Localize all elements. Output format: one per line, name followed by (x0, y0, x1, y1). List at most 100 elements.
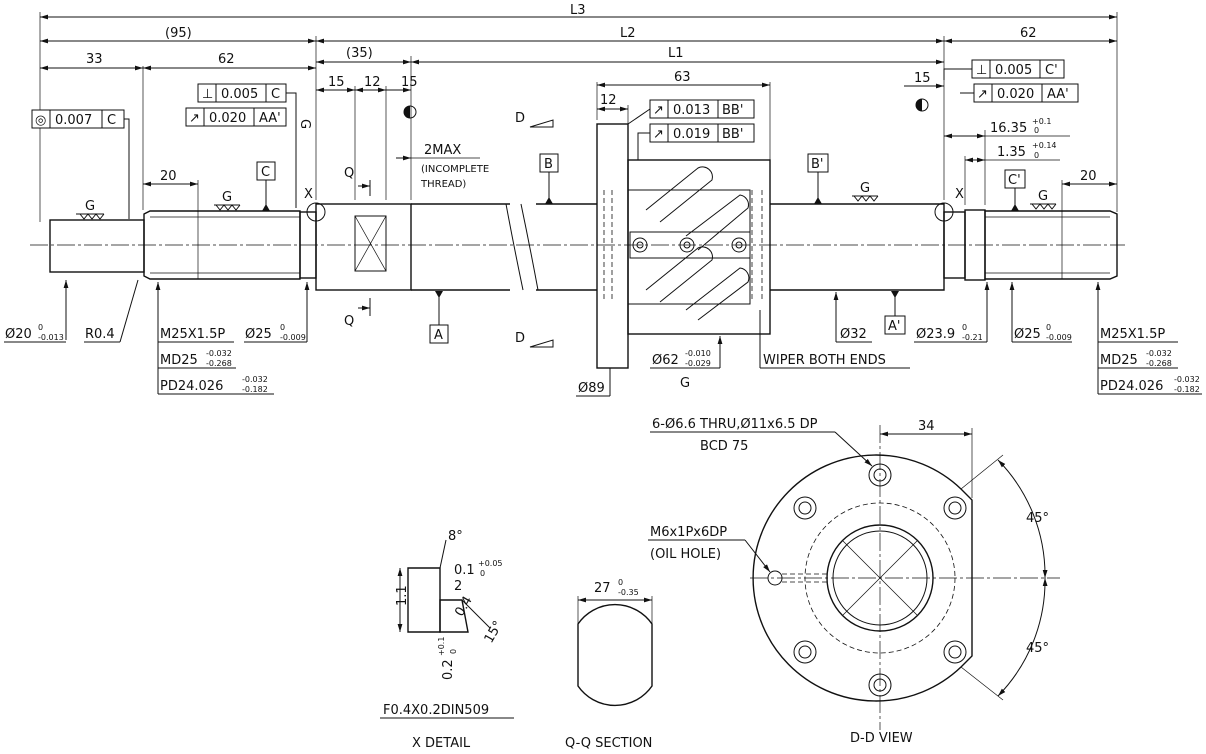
svg-text:↗: ↗ (977, 87, 988, 102)
xd-1-1: 1.1 (395, 585, 410, 606)
svg-text:0: 0 (38, 323, 43, 332)
callout-d62: Ø62 (652, 353, 679, 368)
datum-a-prime: A' (888, 319, 900, 334)
datum-c-prime: C' (1008, 173, 1021, 188)
q-q-section: 27 0 -0.35 (577, 578, 653, 707)
svg-text:BB': BB' (722, 127, 743, 142)
flange-bcd-label: BCD 75 (700, 439, 748, 454)
svg-text:Q: Q (344, 314, 354, 329)
datum-b: B (544, 157, 553, 172)
callout-d25-left: Ø25 (245, 327, 272, 342)
svg-text:-0.182: -0.182 (1174, 385, 1200, 394)
callout-d25-right: Ø25 (1014, 327, 1041, 342)
dim-62-right: 62 (1020, 26, 1037, 41)
svg-text:+0.1: +0.1 (1032, 117, 1051, 126)
oil-hole-label: M6x1Px6DP (650, 525, 727, 540)
svg-text:-0.013: -0.013 (38, 333, 64, 342)
svg-text:PD24.026: PD24.026 (1100, 379, 1163, 394)
svg-text:0: 0 (1046, 323, 1051, 332)
dim-12-a: 12 (364, 75, 381, 90)
callout-d23-9: Ø23.9 (916, 327, 955, 342)
angle-45-bottom: 45° (1026, 641, 1049, 656)
dim-1-35: 1.35 (997, 145, 1026, 160)
svg-text:⊥: ⊥ (202, 87, 213, 102)
callout-r04: R0.4 (85, 327, 115, 342)
datum-b-prime: B' (811, 157, 824, 172)
svg-text:+0.1: +0.1 (437, 637, 446, 656)
d-view-mark: D (515, 111, 525, 126)
svg-text:0: 0 (618, 578, 623, 587)
svg-text:0.020: 0.020 (209, 111, 246, 126)
dim-15-b: 15 (401, 75, 418, 90)
dim-l2: L2 (620, 26, 636, 41)
title-x-detail: X DETAIL (412, 736, 471, 751)
xd-8deg: 8° (448, 529, 463, 544)
dim-12-b: 12 (600, 93, 617, 108)
diameter-callouts: Ø20 0 -0.013 R0.4 M25X1.5P MD25 -0.032 -… (4, 279, 1202, 397)
svg-text:-0.032: -0.032 (1174, 375, 1200, 384)
ball-screw-shaft (30, 123, 1125, 369)
dim-63: 63 (674, 70, 691, 85)
incomplete-thread-label: (INCOMPLETE (421, 164, 489, 175)
dim-34: 34 (918, 419, 935, 434)
angle-45-top: 45° (1026, 511, 1049, 526)
callout-wiper: WIPER BOTH ENDS (763, 353, 886, 368)
dim-l3: L3 (570, 3, 586, 18)
dim-20-left: 20 (160, 169, 177, 184)
svg-text:G: G (860, 181, 870, 196)
svg-text:MD25: MD25 (1100, 353, 1138, 368)
svg-text:-0.268: -0.268 (206, 359, 232, 368)
callout-d20: Ø20 (5, 327, 32, 342)
svg-text:0.020: 0.020 (997, 87, 1034, 102)
svg-text:-0.029: -0.029 (685, 359, 711, 368)
dim-20-right: 20 (1080, 169, 1097, 184)
view-titles: X DETAIL Q-Q SECTION D-D VIEW (412, 731, 913, 751)
datum-c: C (261, 165, 270, 180)
svg-text:PD24.026: PD24.026 (160, 379, 223, 394)
xd-0-4: 0.4 (452, 594, 475, 619)
svg-text:G: G (1038, 189, 1048, 204)
svg-text:-0.21: -0.21 (962, 333, 983, 342)
dim-95: (95) (165, 26, 192, 41)
svg-text:(OIL HOLE): (OIL HOLE) (650, 547, 721, 562)
svg-text:+0.05: +0.05 (478, 559, 503, 568)
svg-text:0: 0 (1034, 151, 1039, 160)
svg-text:-0.010: -0.010 (685, 349, 711, 358)
svg-text:C': C' (1045, 63, 1058, 78)
svg-text:-0.009: -0.009 (280, 333, 306, 342)
svg-text:-0.009: -0.009 (1046, 333, 1072, 342)
title-d-d-view: D-D VIEW (850, 731, 913, 746)
dim-35: (35) (346, 46, 373, 61)
callout-m25-right: M25X1.5P (1100, 327, 1165, 342)
xd-0-2: 0.2 (441, 659, 456, 680)
tol-concentricity-value: 0.007 (55, 113, 92, 128)
svg-text:MD25: MD25 (160, 353, 198, 368)
dim-15-a: 15 (328, 75, 345, 90)
svg-text:0.005: 0.005 (221, 87, 258, 102)
svg-text:↗: ↗ (653, 103, 664, 118)
svg-text:-0.032: -0.032 (1146, 349, 1172, 358)
dim-62-left: 62 (218, 52, 235, 67)
svg-text:AA': AA' (1047, 87, 1069, 102)
svg-text:G: G (680, 376, 690, 391)
top-dimensions: L3 (95) L2 62 33 62 (35) L1 15 12 15 63 … (39, 3, 1118, 222)
tolerance-frames: ◎ 0.007 C ⊥ 0.005 C ↗ 0.020 AA' G ↗ 0.01… (31, 59, 1079, 219)
svg-text:0: 0 (480, 569, 485, 578)
grind-mark: G (85, 199, 95, 214)
svg-text:AA': AA' (259, 111, 281, 126)
svg-text:C: C (107, 113, 116, 128)
svg-text:0: 0 (280, 323, 285, 332)
flange-holes-label: 6-Ø6.6 THRU,Ø11x6.5 DP (652, 417, 818, 432)
svg-text:X: X (955, 187, 964, 202)
q-section-mark: Q (344, 166, 354, 181)
callout-m25-left: M25X1.5P (160, 327, 225, 342)
flange-bolt-holes (793, 463, 967, 697)
callout-d89: Ø89 (578, 381, 605, 396)
svg-text:0: 0 (962, 323, 967, 332)
dim-l1: L1 (668, 46, 684, 61)
svg-text:0: 0 (1034, 126, 1039, 135)
title-q-q-section: Q-Q SECTION (565, 736, 652, 751)
datum-a: A (434, 328, 443, 343)
dim-2max: 2MAX (424, 143, 461, 158)
